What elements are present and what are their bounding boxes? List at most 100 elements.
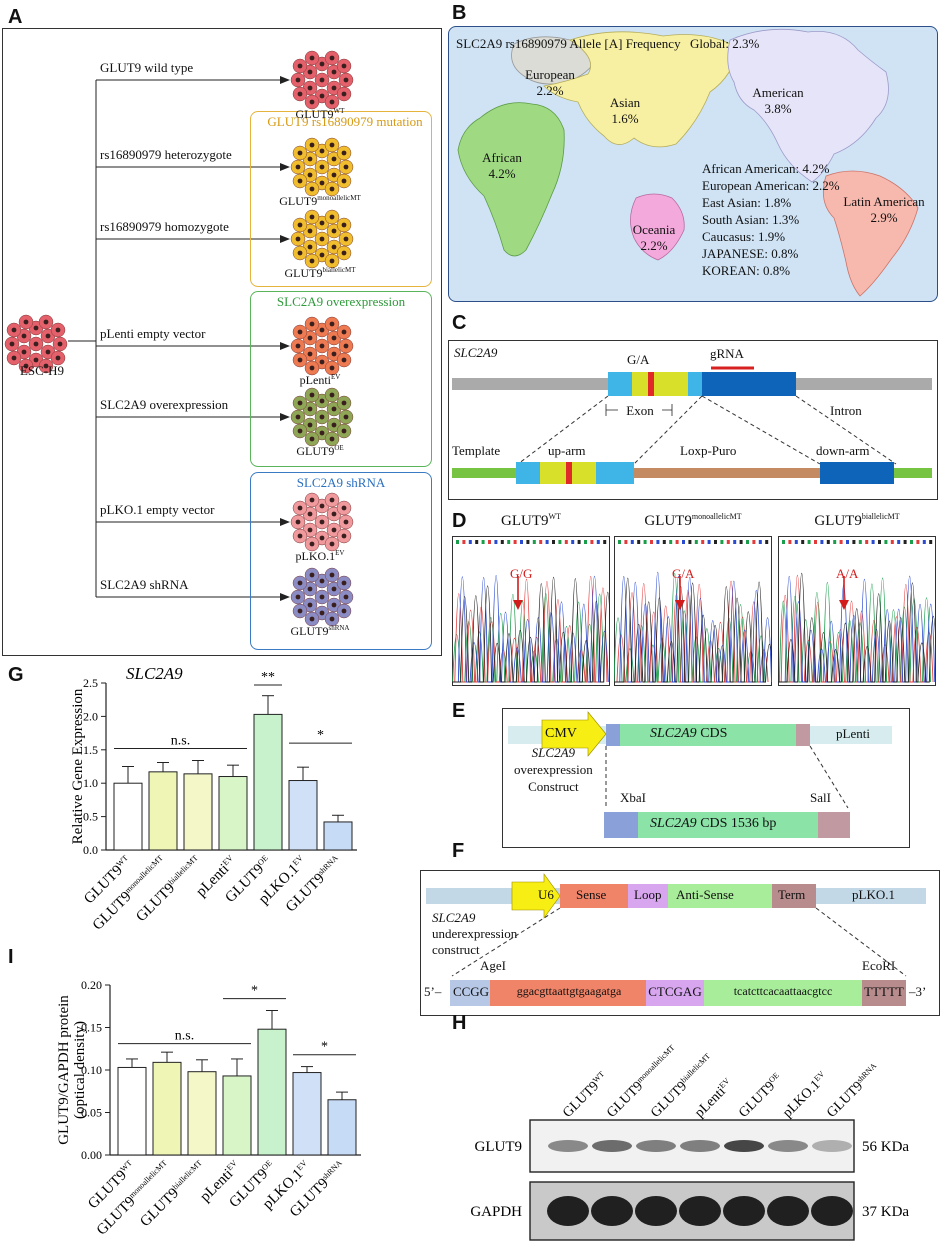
source-label: ESC-H9 [19, 363, 65, 378]
cell-caption: pLKO.1EV [295, 549, 345, 563]
cell-nucleus [331, 586, 337, 592]
base-call [603, 540, 607, 544]
base-call [903, 540, 907, 544]
y-tick-label: 0.5 [83, 810, 98, 824]
cell-nucleus [9, 341, 15, 347]
cds-block [620, 724, 796, 746]
base-call [456, 540, 459, 544]
up-arm-label: up-arm [548, 443, 586, 458]
projection-line [795, 395, 897, 465]
cell-nucleus [319, 148, 325, 154]
y-tick-label: 0.20 [81, 978, 102, 992]
cell-nucleus [319, 398, 325, 404]
base-call [669, 540, 673, 544]
cell-nucleus [341, 580, 347, 586]
base-call [682, 540, 685, 544]
world-map [457, 28, 919, 297]
exon-right-segment [688, 372, 702, 396]
antisense-seq-block [704, 980, 862, 1006]
cell-nucleus [331, 156, 337, 162]
africa-region [457, 102, 565, 257]
template-up-arm-right [596, 462, 634, 484]
cell-nucleus [11, 355, 17, 361]
row-label: pLenti empty vector [100, 326, 206, 341]
chromatogram-2 [778, 536, 936, 686]
cell-nucleus [343, 164, 349, 170]
europe-region [511, 36, 601, 85]
cell-cluster-1 [290, 137, 354, 197]
base-call [488, 540, 491, 544]
cell-nucleus [309, 365, 315, 371]
base-call [720, 540, 724, 544]
u6-promoter [511, 873, 561, 919]
cell-nucleus [331, 172, 337, 178]
base-call [752, 540, 756, 544]
cds-left-cap [606, 724, 620, 746]
base-call [694, 540, 698, 544]
base-call [929, 540, 933, 544]
template-label: Template [452, 443, 501, 458]
base-call [571, 540, 575, 544]
bar [218, 776, 248, 851]
lane-label: GLUT9WT [560, 1069, 611, 1120]
base-call [871, 540, 875, 544]
cell-nucleus [295, 343, 301, 349]
cell-nucleus [329, 186, 335, 192]
population-frequency-item: East Asian: 1.8% [702, 195, 792, 210]
cell-nucleus [309, 258, 315, 264]
base-call [794, 540, 798, 544]
panel-label-f: F [452, 840, 465, 862]
loop-block [628, 884, 668, 908]
mutation-site [648, 372, 654, 396]
trace-line [778, 575, 934, 683]
cmv-label: CMV [545, 726, 577, 741]
group-title-shrna: SLC2A9 shRNA [296, 475, 386, 490]
glut9-band [812, 1140, 852, 1152]
cell-nucleus [297, 608, 303, 614]
cell-nucleus [331, 69, 337, 75]
ttttt-label: TTTTT [864, 984, 904, 999]
significance-label: * [317, 728, 324, 743]
cell-nucleus [297, 222, 303, 228]
cell-nucleus [309, 142, 315, 148]
cell-nucleus [21, 333, 27, 339]
glut9-band [636, 1140, 676, 1152]
y-axis-label: GLUT9/GAPDH protein [56, 995, 72, 1145]
bar [323, 821, 353, 851]
cell-nucleus [341, 63, 347, 69]
term-block [772, 884, 816, 908]
base-call [826, 540, 830, 544]
base-call [675, 540, 679, 544]
cell-nucleus [319, 430, 325, 436]
cell-nucleus [343, 77, 349, 83]
base-call [858, 540, 862, 544]
group-box-overexpression [250, 291, 432, 467]
trace-line [614, 577, 772, 683]
cell-nucleus [309, 616, 315, 622]
cell-nucleus [309, 99, 315, 105]
antisense-sequence: tcatcttcacaattaacgtcc [733, 984, 833, 998]
population-frequency-list: African American: 4.2%European American:… [702, 160, 840, 279]
y-tick-label: 2.5 [83, 676, 98, 690]
lane-label: pLKO.1EV [780, 1069, 832, 1121]
cell-caption: GLUT9biallelicMT [284, 266, 356, 280]
cds-insert [638, 812, 818, 838]
gapdh-band [547, 1196, 589, 1226]
bar [327, 1099, 357, 1156]
cell-nucleus [329, 541, 335, 547]
template-up-arm-left [516, 462, 540, 484]
lane-label: GLUT9OE [736, 1071, 786, 1121]
cell-nucleus [341, 91, 347, 97]
intron-block [702, 372, 796, 396]
cell-nucleus [331, 85, 337, 91]
glut9-band [680, 1140, 720, 1152]
population-frequency-item: European American: 2.2% [702, 178, 840, 193]
cell-nucleus [309, 497, 315, 503]
arrow-head [280, 163, 290, 171]
significance-label: ** [261, 670, 275, 685]
base-call [643, 540, 647, 544]
